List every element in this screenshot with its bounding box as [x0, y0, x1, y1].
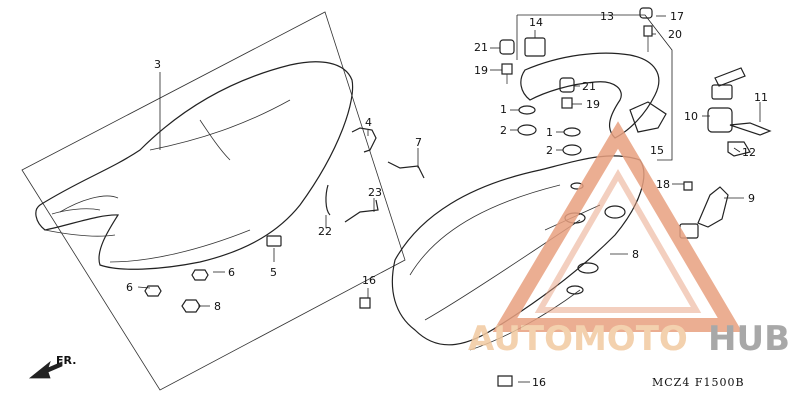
callout-9: 9	[748, 192, 755, 205]
callout-15: 15	[650, 144, 664, 157]
callout-18: 18	[656, 178, 670, 191]
seat-panel-outline	[21, 11, 406, 391]
callout-1b: 1	[546, 126, 553, 139]
callouts: 3 4 7 22 23 5 6 6 8 16 16 8 9 10 11 12 1…	[126, 10, 768, 389]
callout-2b: 2	[546, 144, 553, 157]
lock-parts	[679, 67, 772, 239]
callout-14: 14	[529, 16, 543, 29]
callout-8b: 8	[632, 248, 639, 261]
callout-3: 3	[154, 58, 161, 71]
callout-12: 12	[742, 146, 756, 159]
watermark-triangle	[492, 121, 743, 332]
callout-23: 23	[368, 186, 382, 199]
front-arrow: FR.	[28, 354, 76, 379]
callout-8a: 8	[214, 300, 221, 313]
callout-5: 5	[270, 266, 277, 279]
watermark: AUTOMOTO HUB	[468, 121, 790, 359]
callout-7: 7	[415, 136, 422, 149]
watermark-brand-2: HUB	[708, 319, 790, 359]
callout-4: 4	[365, 116, 372, 129]
callout-21b: 21	[582, 80, 596, 93]
callout-17: 17	[670, 10, 684, 23]
callout-16a: 16	[362, 274, 376, 287]
seat-part	[35, 61, 354, 270]
callout-13: 13	[600, 10, 614, 23]
callout-6b: 6	[126, 281, 133, 294]
callout-21a: 21	[474, 41, 488, 54]
callout-2a: 2	[500, 124, 507, 137]
callout-19b: 19	[586, 98, 600, 111]
callout-22: 22	[318, 225, 332, 238]
callout-20: 20	[668, 28, 682, 41]
watermark-brand-1: AUTOMOTO	[468, 319, 688, 359]
callout-16b: 16	[532, 376, 546, 389]
callout-10: 10	[684, 110, 698, 123]
arrow-icon	[28, 360, 63, 379]
callout-1a: 1	[500, 103, 507, 116]
diagram-code: MCZ4 F1500B	[652, 376, 745, 389]
callout-6a: 6	[228, 266, 235, 279]
grab-rail-part	[516, 14, 673, 161]
callout-19a: 19	[474, 64, 488, 77]
front-label: FR.	[56, 354, 76, 367]
seat-small-parts	[144, 127, 425, 313]
bolts-16	[359, 297, 513, 387]
callout-11: 11	[754, 91, 768, 104]
leader-lines	[137, 15, 761, 383]
